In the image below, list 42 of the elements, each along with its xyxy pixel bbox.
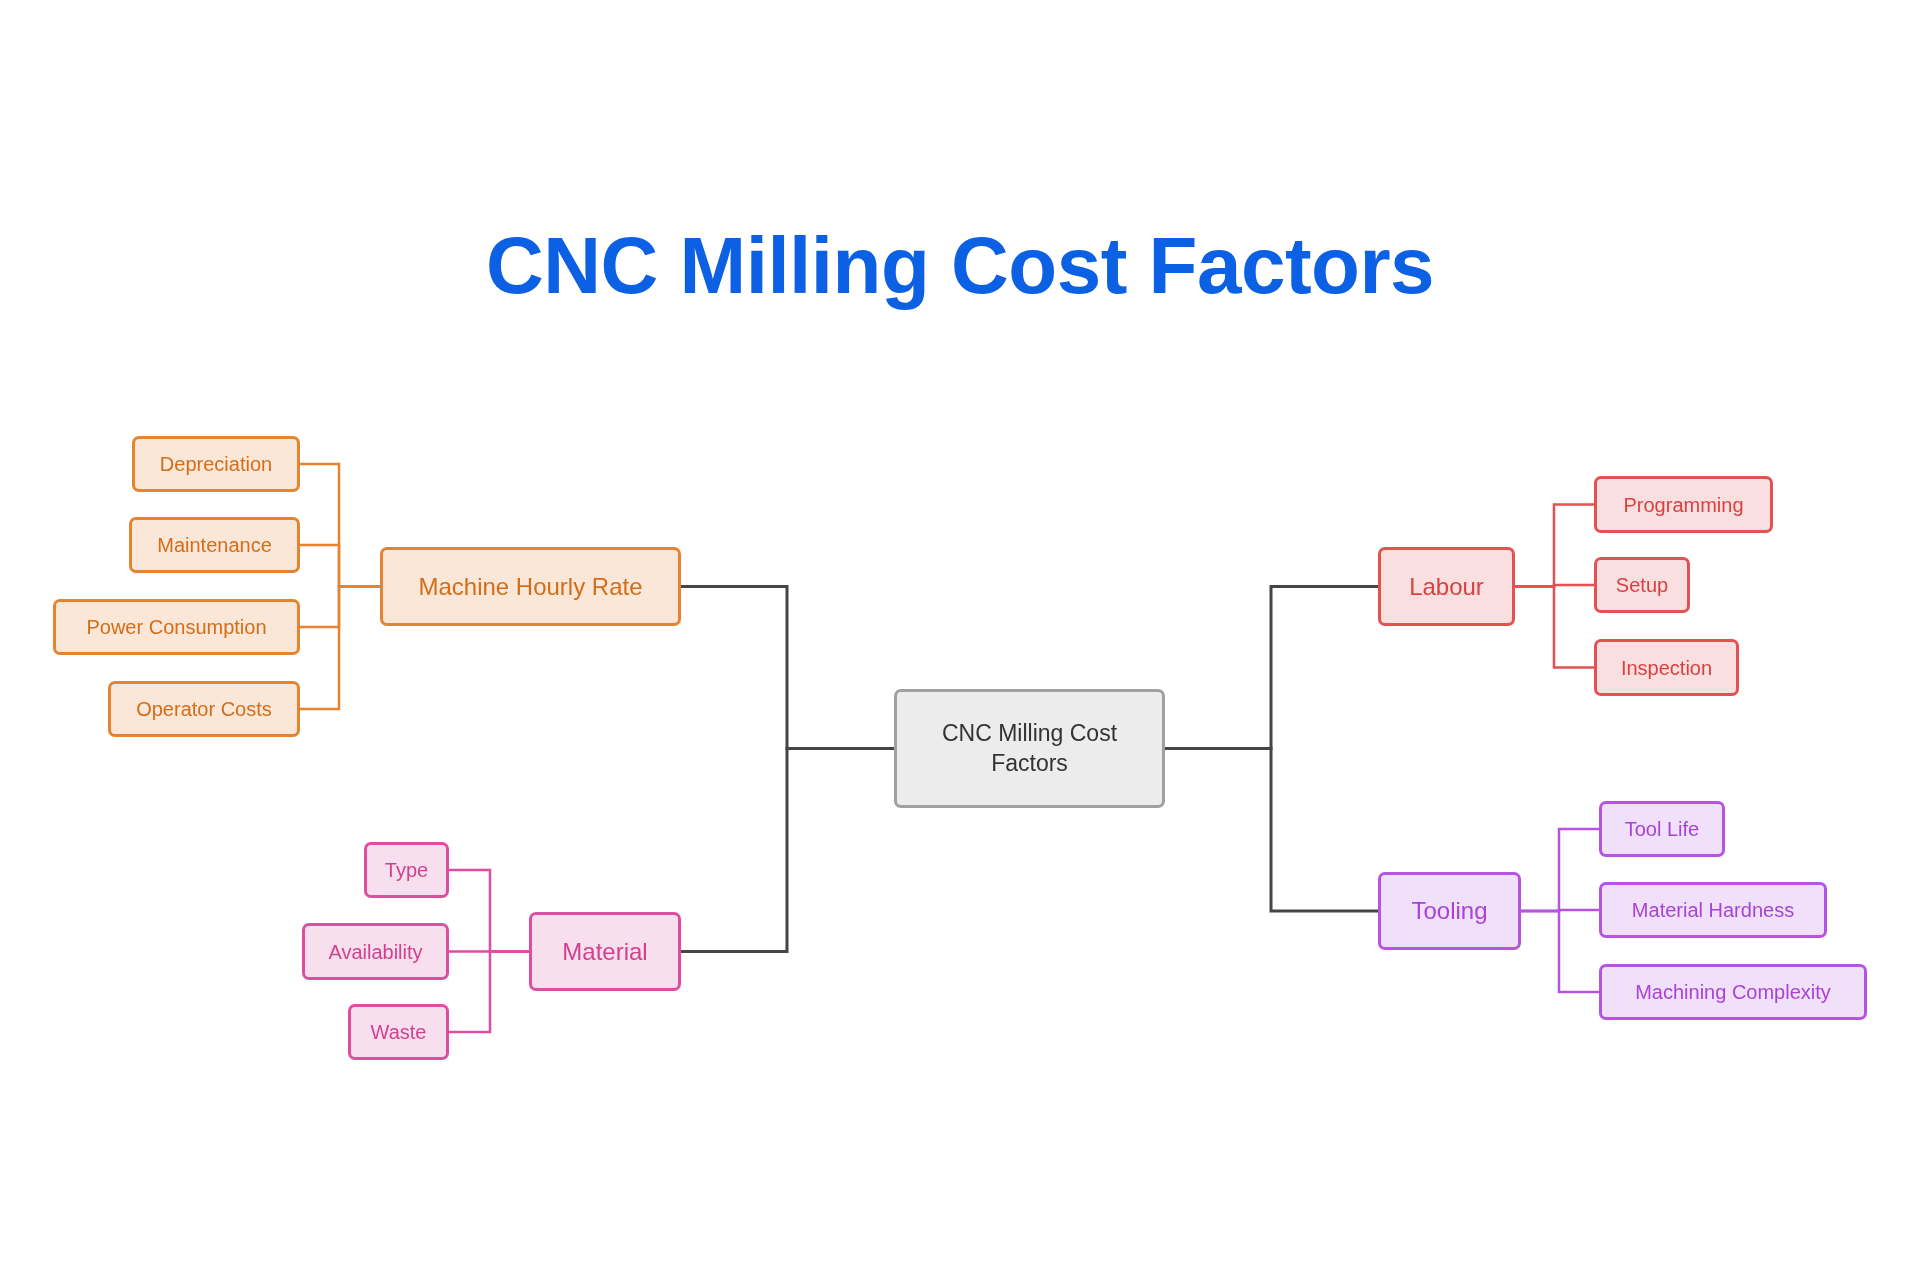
diagram-title: CNC Milling Cost Factors bbox=[485, 220, 1434, 312]
subtopic-box bbox=[1599, 964, 1867, 1020]
topic-label: Programming bbox=[1623, 492, 1744, 518]
connector-line bbox=[1165, 747, 1378, 913]
subtopic-box bbox=[132, 436, 300, 492]
topic-label: Maintenance bbox=[157, 533, 272, 558]
topic-label: Material bbox=[562, 936, 648, 967]
connector-line bbox=[1521, 909, 1599, 994]
subtopic-box bbox=[53, 599, 300, 655]
topic-label: Inspection bbox=[1620, 655, 1713, 681]
subtopic-box bbox=[108, 681, 300, 737]
subtopic-box bbox=[1594, 476, 1773, 533]
topic-label: Machining Complexity bbox=[1635, 980, 1831, 1005]
topic-label: Power Consumption bbox=[86, 615, 267, 640]
subtopic-box bbox=[348, 1004, 449, 1060]
subtopic-box bbox=[364, 842, 449, 898]
topic-label: Availability bbox=[328, 939, 423, 965]
topic-label: Type bbox=[384, 858, 429, 883]
topic-label: Tooling bbox=[1411, 896, 1488, 927]
branch-box bbox=[380, 547, 681, 626]
topic-label: Labour bbox=[1409, 571, 1484, 602]
topic-label: Machine Hourly Rate bbox=[418, 571, 643, 602]
topic-label: Operator Costs bbox=[136, 697, 272, 722]
topic-label: Depreciation bbox=[159, 452, 273, 477]
branch-box bbox=[1378, 547, 1515, 626]
subtopic-box bbox=[1594, 557, 1690, 613]
topic-label: Material Hardness bbox=[1631, 898, 1795, 923]
connector-line bbox=[681, 747, 894, 953]
branch-box bbox=[1378, 872, 1521, 950]
connector-line bbox=[449, 950, 529, 1034]
topic-label: Tool Life bbox=[1624, 817, 1700, 842]
central-topic-box bbox=[894, 689, 1165, 808]
subtopic-box bbox=[1594, 639, 1739, 696]
topic-label: CNC Milling Cost Factors bbox=[940, 718, 1119, 778]
subtopic-box bbox=[1599, 801, 1725, 857]
branch-box bbox=[529, 912, 681, 991]
topic-label: Setup bbox=[1615, 573, 1669, 598]
subtopic-box bbox=[302, 923, 449, 980]
subtopic-box bbox=[1599, 882, 1827, 938]
connector-line bbox=[1515, 585, 1594, 669]
subtopic-box bbox=[129, 517, 300, 573]
topic-label: Waste bbox=[370, 1020, 427, 1045]
